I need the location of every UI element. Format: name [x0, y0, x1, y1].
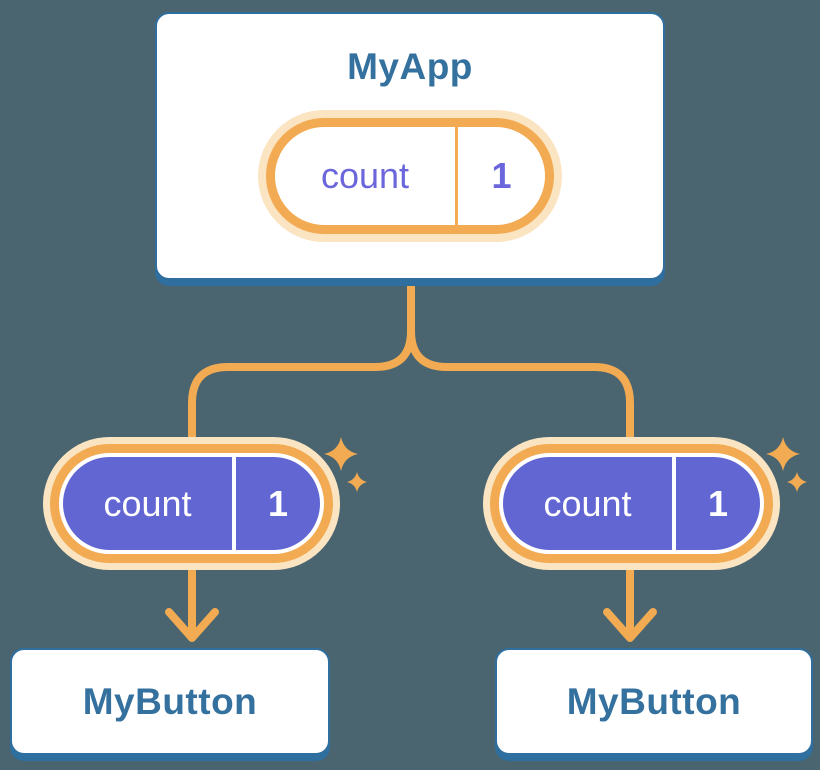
prop-pill-body: count 1 [503, 457, 760, 550]
prop-pill-left: count 1 [43, 437, 340, 570]
prop-pill-value: 1 [707, 482, 729, 524]
prop-pill-label: count [103, 482, 192, 524]
prop-pill-right: count 1 [483, 437, 780, 570]
arrow-down-icon [165, 608, 219, 642]
prop-pill-value: 1 [267, 482, 289, 524]
state-pill-ring: count 1 [266, 118, 554, 234]
state-pill: count 1 [258, 110, 562, 242]
prop-pill-label: count [543, 482, 632, 524]
state-pill-label: count [320, 155, 410, 196]
pill-divider [455, 127, 458, 225]
state-pill-value: 1 [491, 155, 512, 196]
component-title: MyButton [82, 680, 258, 722]
prop-pill-body: count 1 [63, 457, 320, 550]
arrow-down-icon [603, 608, 657, 642]
pill-divider [672, 457, 676, 550]
component-title: MyButton [566, 680, 742, 722]
prop-pill-ring: count 1 [490, 444, 773, 563]
prop-pill-ring: count 1 [50, 444, 333, 563]
component-title: MyApp [347, 46, 473, 87]
component-card-mybutton-left: MyButton [10, 648, 330, 755]
component-card-mybutton-right: MyButton [495, 648, 813, 755]
